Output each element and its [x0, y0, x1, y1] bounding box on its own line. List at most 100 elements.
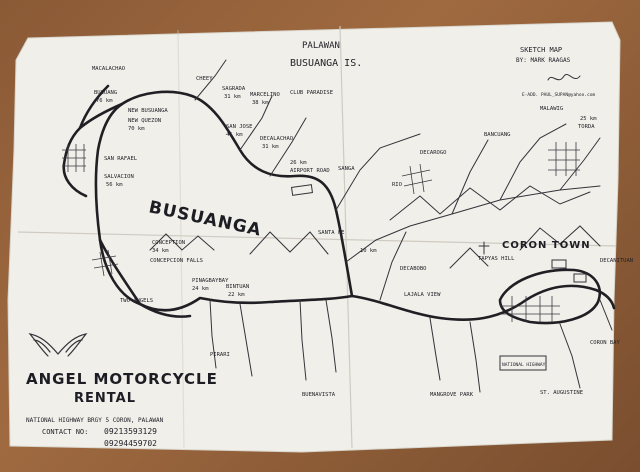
place-label: MACALACHAO	[92, 66, 125, 72]
place-distance: 70 km	[128, 126, 145, 132]
email-label: E-ADD. PAUL_SUPAN@yahoo.com	[522, 92, 595, 98]
place-label: BINTUAN	[226, 284, 249, 290]
building-icon	[573, 273, 587, 283]
mountain-ridge	[389, 185, 591, 221]
side-road	[325, 299, 337, 373]
side-road	[335, 133, 421, 211]
side-road	[239, 303, 253, 377]
place-label: SAN RAFAEL	[104, 156, 138, 162]
place-label: BUENAVISTA	[302, 392, 336, 398]
place-label: MARCELINO	[250, 92, 280, 98]
place-label: CORON BAY	[590, 340, 620, 346]
place-label: LAJALA VIEW	[404, 292, 441, 298]
place-label: NEW QUEZON	[128, 118, 161, 124]
place-label: AIRPORT ROAD	[290, 168, 330, 174]
place-label: NEW BUSUANGA	[128, 108, 168, 114]
contact-label: CONTACT NO:	[42, 428, 88, 436]
author-label: BY: MARK RAAGAS	[516, 57, 571, 64]
barrio-grid	[401, 163, 433, 195]
place-distance: 76 km	[96, 98, 113, 104]
side-road	[194, 59, 227, 101]
barrio-grid	[91, 249, 119, 277]
place-distance: 24 km	[192, 286, 209, 292]
town-label: CORON TOWN	[502, 240, 591, 251]
place-label: ST. AUGUSTINE	[540, 390, 583, 396]
place-distance: 25 km	[580, 116, 597, 122]
barrio-grid	[500, 296, 560, 322]
place-label: SANGA	[338, 166, 355, 172]
mountain-ridge	[519, 225, 601, 251]
mountain-ridge	[449, 247, 489, 269]
side-road	[469, 321, 481, 393]
airport-icon	[290, 184, 314, 196]
place-distance: 41 km	[226, 132, 243, 138]
angel-wings-logo	[28, 333, 88, 357]
highway-loop	[94, 90, 354, 312]
fold-line	[177, 29, 185, 449]
place-distance: 26 km	[290, 160, 307, 166]
phone-number: 09213593129	[104, 427, 157, 436]
side-road	[599, 299, 613, 331]
place-label: DECALACHAO	[260, 136, 293, 142]
place-label: CONCEPTION	[152, 240, 185, 246]
side-road	[299, 299, 307, 381]
place-label: MANGROVE PARK	[430, 392, 474, 398]
place-distance: 38 km	[252, 100, 269, 106]
coron-town-road	[498, 268, 601, 325]
place-label: DECAROGO	[420, 150, 447, 156]
place-label: CHEEY	[196, 76, 213, 82]
business-address: NATIONAL HIGHWAY BRGY 5 CORON, PALAWAN	[26, 417, 164, 424]
place-label: SAGRADA	[222, 86, 246, 92]
side-road	[239, 95, 273, 151]
side-road	[451, 139, 489, 215]
place-distance: 31 km	[262, 144, 279, 150]
place-label: RIO	[392, 182, 402, 188]
place-label: CONCEPCION FALLS	[150, 258, 203, 264]
church-icon	[478, 241, 490, 255]
business-name: ANGEL MOTORCYCLE	[26, 370, 218, 388]
building-icon	[551, 259, 567, 269]
place-label: TORDA	[578, 124, 595, 130]
side-road	[379, 231, 407, 301]
place-label: SANTA FE	[318, 230, 345, 236]
place-label: SAN JOSE	[226, 124, 253, 130]
sketch-title: SKETCH MAP	[520, 46, 562, 54]
barrio-grid	[548, 142, 580, 176]
barrio-grid	[62, 144, 86, 172]
mountain-ridge	[249, 231, 329, 255]
region-label: PALAWAN	[302, 41, 340, 51]
place-label: SALVACION	[104, 174, 134, 180]
side-road	[559, 137, 601, 191]
place-label: NATIONAL HIGHWAY	[502, 362, 546, 368]
side-road	[269, 117, 307, 177]
place-label: BULUANG	[94, 90, 117, 96]
place-label: TWO ANGELS	[120, 298, 153, 304]
place-label: PINAGBAYBAY	[192, 278, 229, 284]
phone-number: 09294459702	[104, 439, 157, 448]
place-label: BANCUANG	[484, 132, 511, 138]
business-name-line2: RENTAL	[74, 391, 136, 406]
mountain-ridge	[149, 233, 215, 251]
place-label: CLUB PARADISE	[290, 90, 333, 96]
place-label: PIRARI	[210, 352, 230, 358]
building-icon	[499, 355, 547, 371]
place-distance: 56 km	[106, 182, 123, 188]
side-road	[429, 317, 441, 381]
road-northwest	[62, 102, 124, 198]
place-label: TAPYAS HILL	[478, 256, 515, 262]
place-label: MALAWIG	[540, 106, 563, 112]
island-title: BUSUANGA IS.	[290, 58, 362, 69]
road-north	[78, 84, 110, 130]
place-distance: 22 km	[228, 292, 245, 298]
place-label: DECANITUAN	[600, 258, 633, 264]
place-label: DECABOBO	[400, 266, 427, 272]
side-road	[499, 123, 567, 201]
fold-line	[339, 25, 353, 449]
fold-line	[17, 231, 617, 247]
place-distance: 34 km	[152, 248, 169, 254]
side-road	[209, 299, 217, 369]
highway-east	[350, 284, 616, 321]
side-road	[559, 323, 581, 389]
signature-scribble	[547, 74, 581, 81]
